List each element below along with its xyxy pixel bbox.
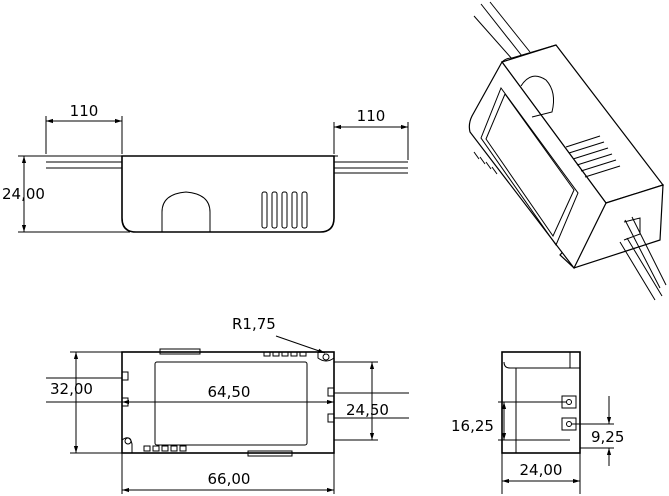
isometric-view: [468, 1, 667, 301]
top-view-slots-top: [263, 351, 307, 357]
dim-corner-radius: R1,75: [232, 315, 326, 354]
side-view: 110 110 24,00: [2, 102, 409, 233]
side-view-body: [121, 155, 335, 233]
dim-end-inner-offset-label: 9,25: [591, 428, 624, 446]
dim-inner-length: 64,50: [122, 383, 334, 405]
end-view-contacts: [561, 395, 577, 431]
dim-end-outer-offset: 16,25: [451, 401, 570, 441]
top-view: R1,75 32,00 64,50 24,50 66,00: [46, 315, 409, 494]
dim-wire-spacing-label: 24,50: [346, 401, 389, 419]
iso-back-wires: [473, 1, 531, 61]
dim-corner-radius-label: R1,75: [232, 315, 276, 333]
iso-vent-slots: [565, 135, 621, 178]
end-view: 16,25 9,25 24,00: [451, 351, 624, 494]
top-view-window: [154, 361, 308, 446]
side-view-vent-slots: [261, 191, 308, 229]
dim-left-wire-label: 110: [70, 102, 99, 120]
dim-end-width-label: 24,00: [520, 461, 563, 479]
dim-side-height: 24,00: [2, 155, 130, 233]
iso-ribs: [473, 151, 498, 175]
dim-top-width: 32,00: [50, 351, 122, 454]
dim-right-wire-label: 110: [357, 107, 386, 125]
side-view-arch-slot: [161, 191, 211, 232]
dim-inner-length-label: 64,50: [208, 383, 251, 401]
dim-overall-length: 66,00: [121, 453, 335, 494]
iso-front-wires: [619, 216, 667, 301]
dim-end-width: 24,00: [501, 453, 581, 494]
top-view-slots-bottom: [143, 445, 187, 452]
dim-end-inner-offset: 9,25: [572, 396, 624, 466]
side-view-wires: [46, 155, 408, 174]
dim-wire-spacing: 24,50: [334, 361, 389, 441]
dim-overall-length-label: 66,00: [208, 470, 251, 488]
iso-window: [480, 86, 579, 247]
iso-arch: [520, 75, 554, 118]
dim-right-wire: 110: [333, 107, 409, 160]
top-view-corner-hole-tr: [317, 352, 335, 362]
iso-front-face: [468, 60, 607, 270]
dim-side-height-label: 24,00: [2, 185, 45, 203]
dim-end-outer-offset-label: 16,25: [451, 417, 494, 435]
dim-top-width-label: 32,00: [50, 380, 93, 398]
dim-left-wire: 110: [45, 102, 123, 154]
